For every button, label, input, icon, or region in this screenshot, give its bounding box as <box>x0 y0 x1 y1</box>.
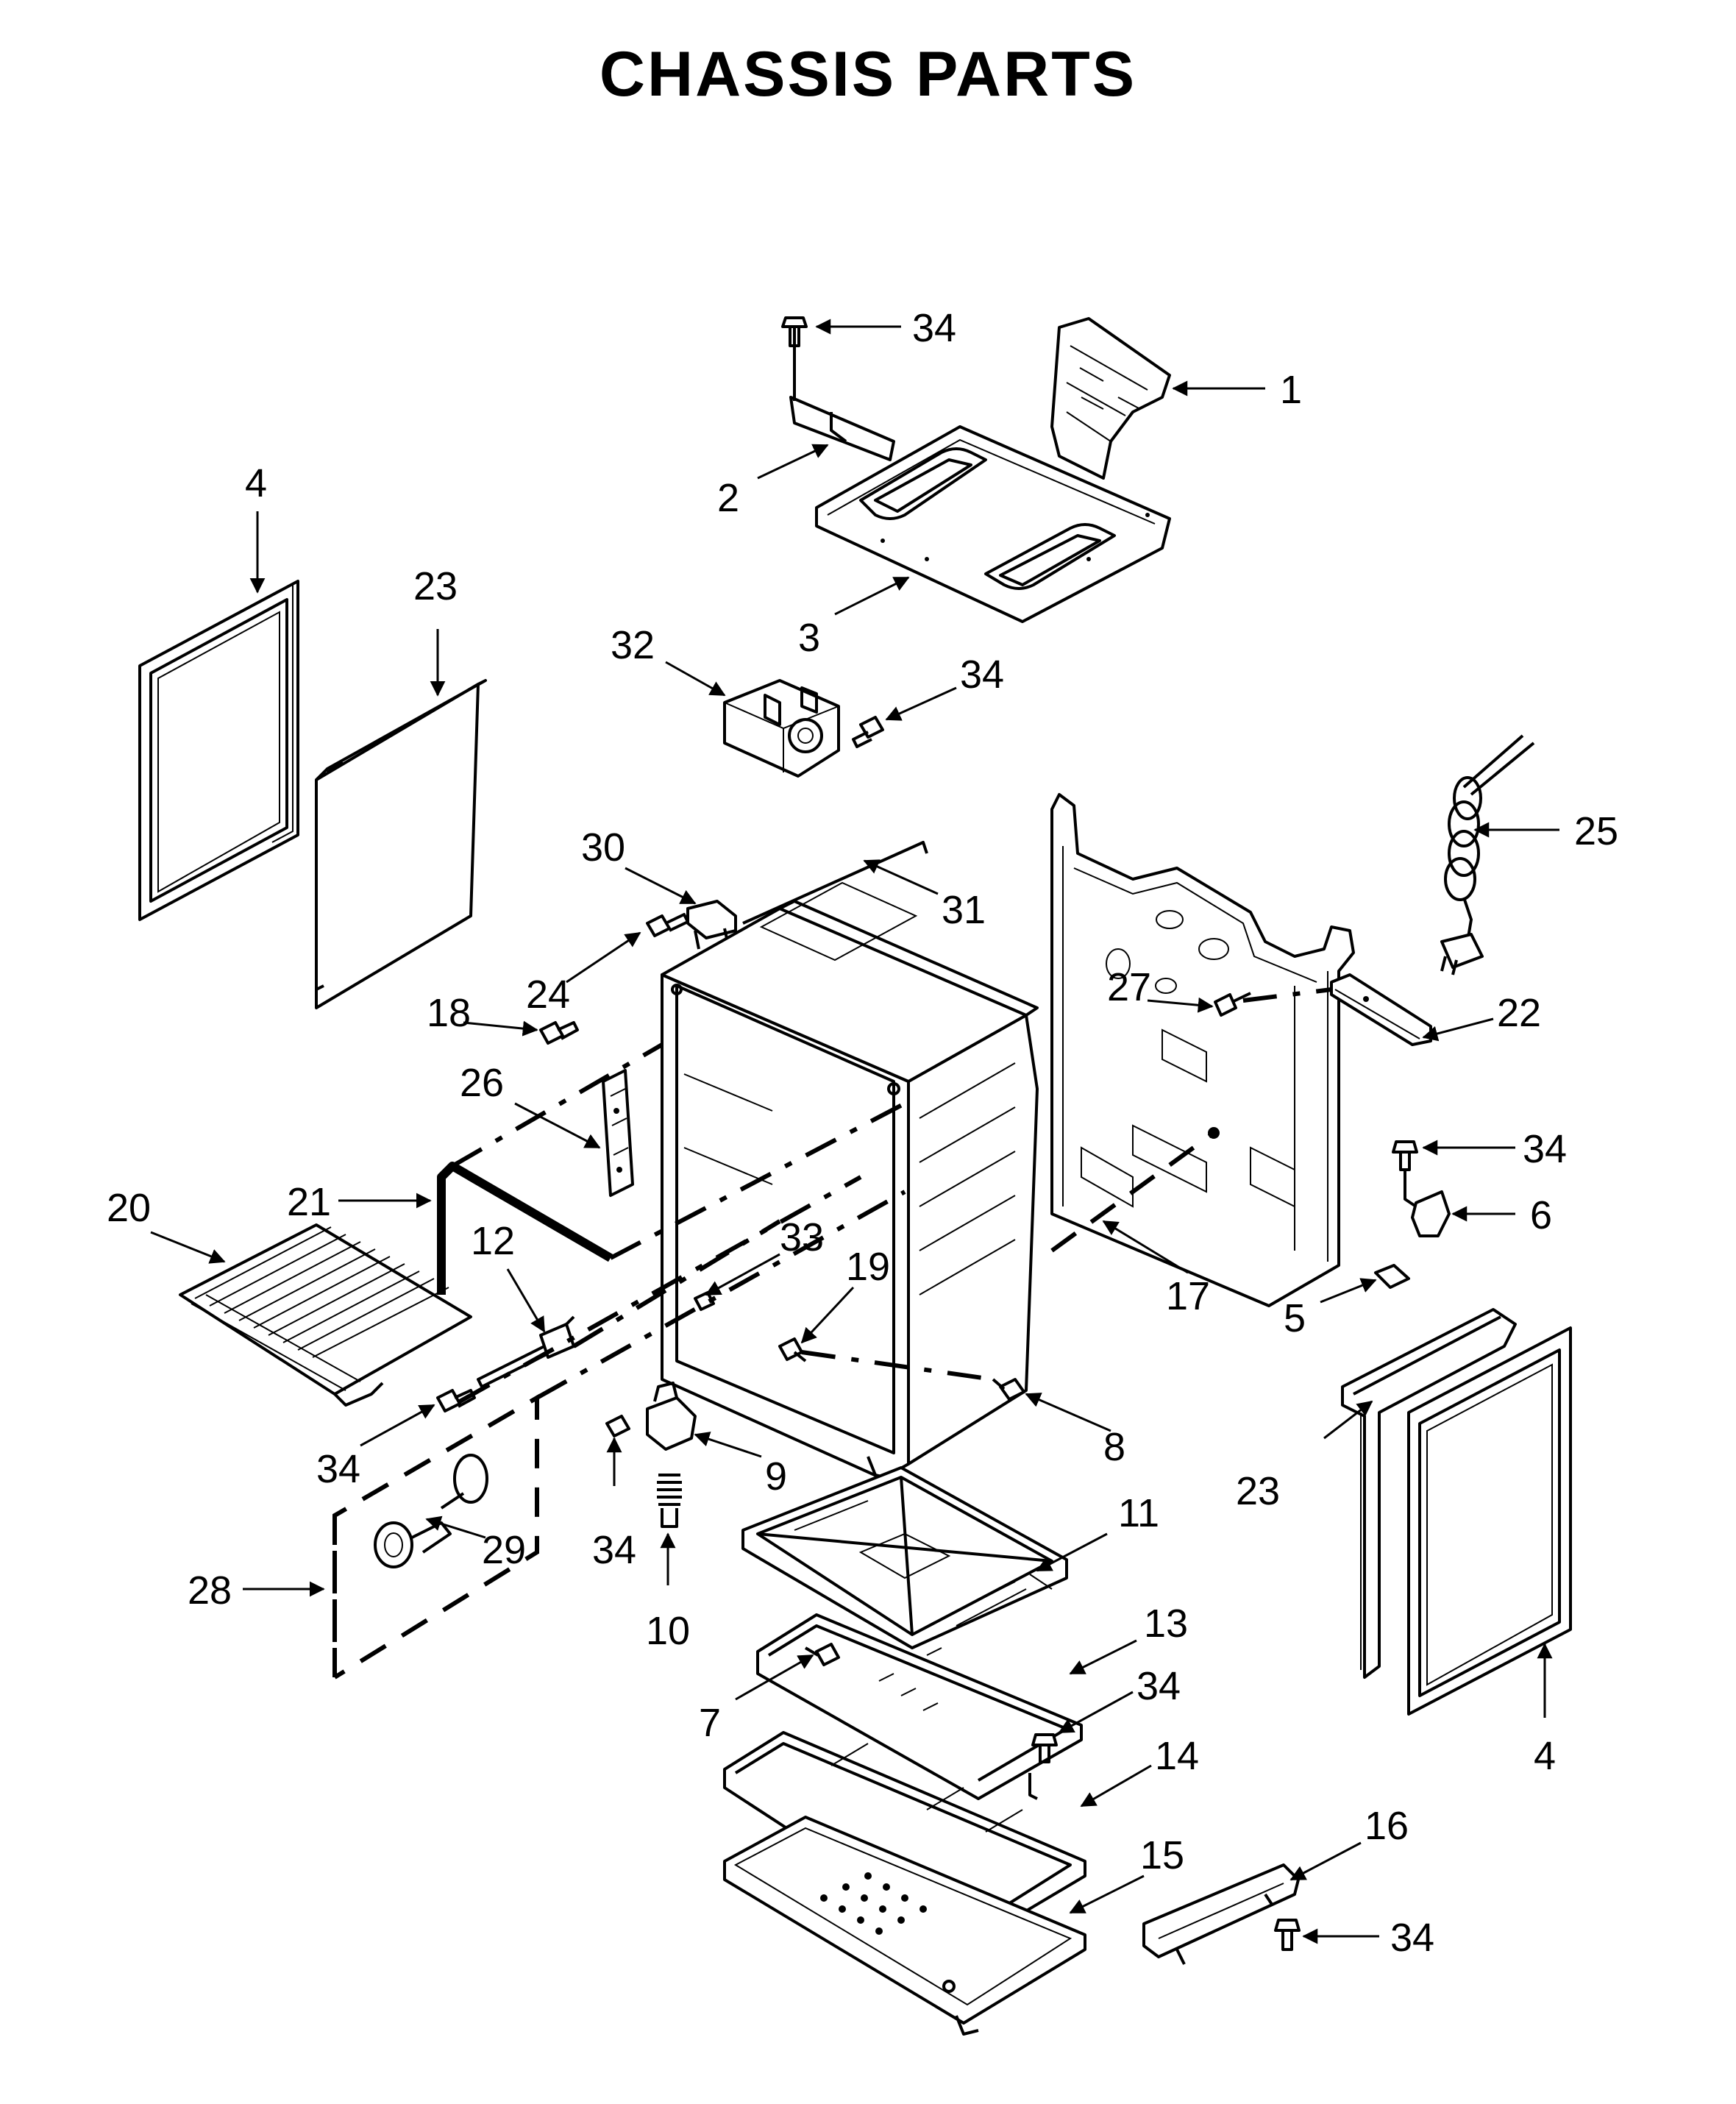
callout-26: 26 <box>460 1061 504 1105</box>
part-4-right-side-panel <box>1407 1326 1572 1716</box>
callout-4: 4 <box>245 461 267 505</box>
part-21-gasket-strip <box>437 1162 613 1295</box>
screw-34-right-icon <box>1392 1140 1418 1171</box>
part-10-spring <box>657 1474 682 1528</box>
callout-8: 8 <box>1103 1425 1125 1469</box>
callout-34: 34 <box>960 653 1004 697</box>
callout-29: 29 <box>482 1528 526 1572</box>
callout-28: 28 <box>188 1568 232 1613</box>
page-title: CHASSIS PARTS <box>599 39 1137 110</box>
callout-31: 31 <box>942 888 986 932</box>
screw-34-drawer-icon <box>1031 1733 1058 1763</box>
screw-34-lower-left-icon <box>436 1389 476 1412</box>
callout-24: 24 <box>526 973 570 1017</box>
callout-14: 14 <box>1155 1734 1199 1778</box>
screw-24-icon <box>646 913 689 937</box>
callout-6: 6 <box>1530 1193 1552 1237</box>
callout-23: 23 <box>413 564 458 608</box>
part-27-fitting <box>1214 992 1251 1017</box>
part-23-right-insulation-panel <box>1341 1308 1517 1679</box>
part-3-base-plate <box>815 425 1171 623</box>
callout-19: 19 <box>846 1245 890 1289</box>
part-26-bracket <box>602 1069 634 1197</box>
oven-cavity <box>661 881 1039 1480</box>
part-32-valve-block <box>723 679 840 778</box>
screw-34-burner-icon <box>605 1415 630 1437</box>
part-2-bracket <box>789 324 895 461</box>
part-23-left-insulation-panel <box>315 679 487 1009</box>
part-15-bottom-panel <box>723 1816 1086 2036</box>
callout-3: 3 <box>798 616 820 660</box>
screw-7-icon <box>804 1643 840 1666</box>
callout-5: 5 <box>1284 1296 1306 1340</box>
part-1-rear-vent-bracket <box>1050 317 1171 480</box>
callout-4: 4 <box>1534 1734 1556 1778</box>
callout-34: 34 <box>316 1447 360 1491</box>
part-12-sensor <box>477 1315 575 1388</box>
callout-27: 27 <box>1107 965 1151 1009</box>
callout-22: 22 <box>1497 991 1541 1035</box>
part-4-left-side-panel <box>138 580 299 921</box>
callout-34: 34 <box>1523 1127 1567 1171</box>
callout-1: 1 <box>1280 368 1302 412</box>
callout-11: 11 <box>1118 1491 1159 1535</box>
callout-12: 12 <box>471 1219 515 1263</box>
part-31-rod <box>742 841 928 925</box>
part-6-bracket <box>1404 1170 1451 1237</box>
callout-21: 21 <box>287 1180 331 1224</box>
screw-34-valve-icon <box>852 716 884 748</box>
callout-34: 34 <box>1390 1916 1434 1960</box>
callout-17: 17 <box>1166 1274 1210 1318</box>
callout-10: 10 <box>646 1609 690 1653</box>
callout-20: 20 <box>107 1186 151 1230</box>
part-22-rail <box>1330 973 1432 1046</box>
callout-23: 23 <box>1236 1469 1280 1513</box>
screw-34-top-icon <box>781 316 808 347</box>
callout-33: 33 <box>780 1215 824 1259</box>
part-16-rail <box>1142 1863 1300 1965</box>
callout-32: 32 <box>611 623 655 667</box>
callout-9: 9 <box>765 1454 787 1499</box>
part-5-clip <box>1374 1264 1410 1289</box>
callout-15: 15 <box>1140 1833 1184 1877</box>
part-9-valve <box>646 1382 697 1451</box>
part-14-drawer-frame <box>723 1731 1086 1947</box>
screw-34-bottom-right-icon <box>1274 1919 1301 1951</box>
callout-34: 34 <box>592 1528 636 1572</box>
callout-13: 13 <box>1144 1602 1188 1646</box>
screw-8-icon <box>992 1378 1025 1401</box>
callout-16: 16 <box>1365 1804 1409 1848</box>
callout-25: 25 <box>1574 809 1618 853</box>
callout-7: 7 <box>699 1701 721 1745</box>
screw-18-icon <box>539 1021 579 1045</box>
callout-30: 30 <box>581 825 625 870</box>
callout-2: 2 <box>717 476 739 520</box>
part-13-pan <box>756 1613 1083 1800</box>
callout-labels: 34 1 2 3 32 34 4 23 25 30 31 24 18 26 27… <box>107 306 1618 1960</box>
leader-lines <box>150 319 1559 1944</box>
dashed-guide-lines <box>451 987 1332 1404</box>
part-29-knob <box>374 1454 488 1568</box>
part-11-tray <box>741 1466 1068 1649</box>
part-17-back-panel <box>1050 793 1355 1307</box>
part-25-power-cord <box>1440 734 1535 975</box>
callout-18: 18 <box>427 991 471 1035</box>
part-33-screw <box>694 1291 715 1311</box>
callout-34: 34 <box>1136 1664 1181 1708</box>
part-20-oven-rack <box>179 1223 472 1407</box>
callout-34: 34 <box>912 306 956 350</box>
